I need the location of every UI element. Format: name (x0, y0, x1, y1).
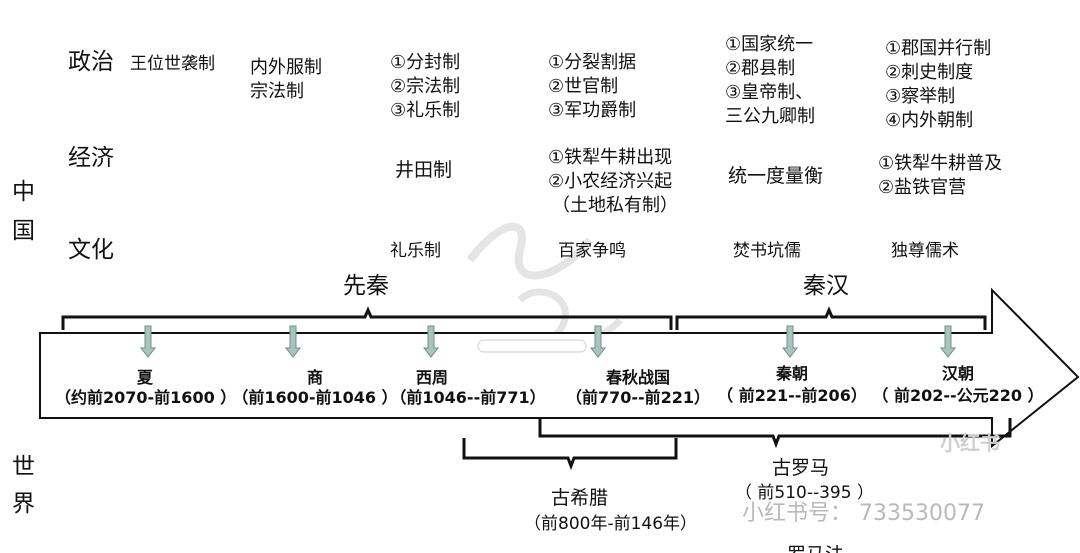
economy-spring-autumn: ①铁犁牛耕出现 ②小农经济兴起 （土地私有制） (548, 146, 678, 218)
politics-han-line: ④内外朝制 (885, 110, 974, 131)
watermark-handle: 小红书号： 733530077 (742, 501, 985, 526)
economy-qin: 统一度量衡 (728, 165, 824, 187)
politics-shang-line: 内外服制 (250, 57, 322, 78)
era-dates: （前1600-前1046 ） (232, 388, 398, 407)
politics-qin-line: ③皇帝制、 (725, 82, 814, 103)
era-dates: （ 前221--前206） (717, 386, 867, 405)
economy-western-zhou: 井田制 (395, 159, 453, 181)
row-economy: 经济 (68, 145, 114, 171)
era-qin: 秦朝 （ 前221--前206） (712, 364, 872, 406)
era-name: 夏 (136, 368, 153, 387)
down-arrow-xia (139, 325, 157, 358)
politics-han-line: ①郡国并行制 (885, 38, 992, 59)
world-rome-name: 古罗马 (772, 457, 830, 479)
world-rome-law-partial: 罗马法 (787, 545, 844, 553)
era-xia: 夏 （约前2070-前1600 ） (55, 368, 237, 408)
era-dates: （前770--前221） (565, 388, 711, 407)
era-name: 秦朝 (775, 364, 808, 383)
economy-spring-autumn-line: （土地私有制） (552, 195, 678, 216)
era-name: 商 (306, 368, 323, 387)
world-label-2: 界 (12, 491, 35, 517)
pre-qin-brace (61, 306, 673, 330)
politics-spring-autumn: ①分裂割据 ②世官制 ③军功爵制 (548, 51, 636, 123)
era-dates: （前1046--前771） (390, 388, 546, 407)
politics-qin: ①国家统一 ②郡县制 ③皇帝制、 三公九卿制 (725, 33, 815, 129)
economy-spring-autumn-line: ①铁犁牛耕出现 (548, 147, 673, 168)
politics-han: ①郡国并行制 ②刺史制度 ③察举制 ④内外朝制 (885, 37, 991, 133)
down-arrow-western-zhou (422, 325, 440, 358)
politics-western-zhou-line: ③礼乐制 (390, 100, 461, 121)
era-dates: （约前2070-前1600 ） (55, 388, 237, 407)
politics-western-zhou: ①分封制 ②宗法制 ③礼乐制 (390, 51, 460, 123)
china-label-2: 国 (12, 218, 35, 244)
politics-qin-line: 三公九卿制 (725, 106, 815, 127)
politics-shang: 内外服制 宗法制 (250, 56, 322, 104)
watermark-stamp (477, 339, 587, 353)
down-arrow-han (939, 325, 957, 358)
era-name: 西周 (416, 368, 449, 387)
watermark-logo: 小红书 (940, 431, 1000, 455)
row-politics: 政治 (68, 49, 114, 75)
politics-spring-autumn-line: ②世官制 (548, 76, 619, 97)
world-greece-name: 古希腊 (551, 487, 609, 509)
economy-han: ①铁犁牛耕普及 ②盐铁官营 (878, 152, 1002, 200)
economy-han-line: ②盐铁官营 (878, 177, 967, 198)
rome-brace (538, 418, 1012, 449)
politics-qin-line: ①国家统一 (725, 34, 814, 55)
china-label-1: 中 (12, 179, 35, 205)
timeline-arrow (39, 287, 1080, 449)
politics-spring-autumn-line: ③军功爵制 (548, 100, 637, 121)
politics-western-zhou-line: ①分封制 (390, 52, 461, 73)
economy-han-line: ①铁犁牛耕普及 (878, 153, 1003, 174)
world-greece-dates: （前800年-前146年） (524, 514, 698, 534)
politics-han-line: ②刺史制度 (885, 62, 974, 83)
row-culture: 文化 (68, 237, 114, 263)
greece-brace (462, 438, 678, 471)
politics-western-zhou-line: ②宗法制 (390, 76, 461, 97)
era-name: 汉朝 (941, 364, 974, 383)
politics-han-line: ③察举制 (885, 86, 956, 107)
politics-shang-line: 宗法制 (250, 81, 304, 102)
world-rome-dates: （ 前510--395 ） (735, 483, 874, 503)
culture-qin: 焚书坑儒 (733, 241, 801, 261)
world-label-1: 世 (12, 454, 35, 480)
era-spring-autumn: 春秋战国 （前770--前221） (558, 368, 718, 408)
era-dates: （ 前202--公元220 ） (872, 386, 1044, 405)
down-arrow-shang (284, 325, 302, 358)
politics-spring-autumn-line: ①分裂割据 (548, 52, 637, 73)
era-western-zhou: 西周 （前1046--前771） (388, 368, 548, 408)
era-shang: 商 （前1600-前1046 ） (225, 368, 405, 408)
era-han: 汉朝 （ 前202--公元220 ） (868, 364, 1048, 406)
culture-spring-autumn: 百家争鸣 (558, 241, 626, 261)
qin-han-brace (675, 306, 987, 330)
period-qin-han: 秦汉 (803, 273, 849, 299)
politics-qin-line: ②郡县制 (725, 58, 796, 79)
period-pre-qin: 先秦 (343, 273, 389, 299)
era-name: 春秋战国 (605, 368, 670, 387)
culture-han: 独尊儒术 (891, 241, 959, 261)
down-arrow-spring-autumn (589, 325, 607, 358)
economy-spring-autumn-line: ②小农经济兴起 (548, 171, 673, 192)
culture-western-zhou: 礼乐制 (390, 241, 441, 261)
politics-xia: 王位世袭制 (130, 54, 215, 74)
down-arrow-qin (781, 325, 799, 358)
